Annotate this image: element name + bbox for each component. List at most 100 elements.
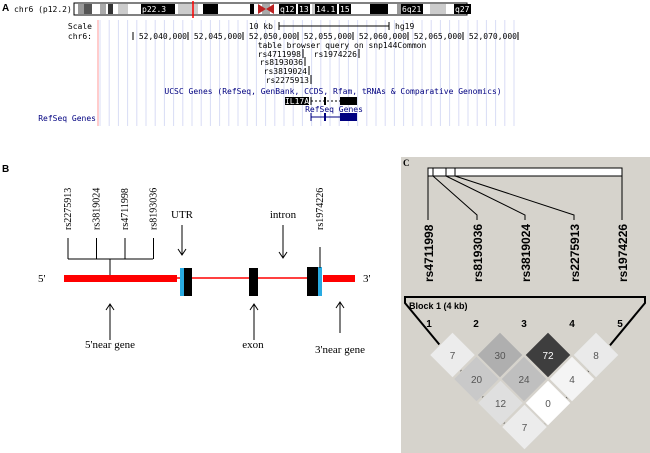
marker-number: 3 <box>521 319 527 330</box>
ld-cell[interactable] <box>428 331 477 379</box>
utr-block-3prime <box>318 267 322 296</box>
query-title[interactable]: table browser query on snp144Common <box>258 41 427 50</box>
ld-cell[interactable] <box>572 331 620 379</box>
position-label: 52,055,000 <box>304 32 352 41</box>
snp-connector <box>432 175 478 220</box>
ld-value: 30 <box>494 351 506 362</box>
ld-value: 20 <box>471 375 483 386</box>
three-near-arrow <box>335 301 345 333</box>
ideogram-band <box>100 4 106 14</box>
marker-number: 4 <box>569 319 575 330</box>
five-prime-label: 5' <box>38 273 46 285</box>
exon-block-2 <box>249 268 258 296</box>
ld-cell[interactable] <box>476 379 525 427</box>
ld-value: 72 <box>542 351 554 362</box>
ld-value: 0 <box>545 399 551 410</box>
ld-value: 7 <box>522 423 528 434</box>
band-label: 14.1 <box>316 5 335 14</box>
five-near-arrow <box>105 303 115 340</box>
snp-label[interactable]: rs1974226 <box>314 50 358 59</box>
ideogram-band <box>370 4 388 14</box>
marker-number: 2 <box>473 319 479 330</box>
scale-label: Scale <box>68 22 92 31</box>
ld-value: 7 <box>450 351 456 362</box>
assembly-label: hg19 <box>395 22 414 31</box>
position-label: 52,065,000 <box>414 32 462 41</box>
ideogram-band <box>430 4 446 14</box>
band-label-bg <box>339 4 351 14</box>
ld-cell[interactable] <box>524 379 572 427</box>
gene-name[interactable]: IL17A <box>285 97 309 106</box>
position-label: 52,045,000 <box>194 32 242 41</box>
ld-cell[interactable] <box>500 355 548 403</box>
ld-cell[interactable] <box>476 331 524 379</box>
ld-value: 12 <box>495 399 507 410</box>
refseq-side-label[interactable]: RefSeq Genes <box>38 114 96 123</box>
band-label: q27 <box>455 5 470 14</box>
band-label: 15 <box>340 5 350 14</box>
ucsc-gene-model[interactable] <box>310 97 357 105</box>
refseq-track-title[interactable]: RefSeq Genes <box>305 105 363 114</box>
ideogram-band <box>118 4 128 14</box>
gene-label-box <box>285 97 309 105</box>
ld-cell[interactable] <box>500 403 549 451</box>
utr-block <box>180 268 184 296</box>
three-prime-region <box>323 275 355 282</box>
arrows <box>105 225 345 340</box>
band-label: p22.3 <box>142 5 166 14</box>
refseq-gene-model[interactable] <box>310 113 357 121</box>
snp-label[interactable]: rs4711998 <box>258 50 302 59</box>
ideogram-band <box>78 4 84 14</box>
panel-a-label: A <box>2 3 9 14</box>
snp-label-right: rs1974226 <box>315 188 326 230</box>
snp-label[interactable]: rs3819024 <box>264 67 308 76</box>
snp-label: rs3819024 <box>92 188 103 230</box>
ld-value: 8 <box>593 351 599 362</box>
snp-label[interactable]: rs8193036 <box>260 58 304 67</box>
ideogram-band <box>203 4 215 14</box>
band-label-bg <box>401 4 423 14</box>
band-label: 6q21 <box>402 5 421 14</box>
snp-label: rs3819024 <box>519 224 533 282</box>
ld-cell[interactable] <box>524 331 572 379</box>
band-label-bg <box>141 4 168 14</box>
browser-gridlines <box>99 20 515 126</box>
panel-c-label: C <box>403 158 410 168</box>
ld-cell[interactable] <box>452 355 501 403</box>
region-bar <box>427 167 623 177</box>
ideogram-band <box>215 4 218 14</box>
chrom-label: chr6 (p12.2) <box>14 5 72 14</box>
snp-connector <box>445 175 526 220</box>
ld-value: 24 <box>518 375 530 386</box>
exon-block-3 <box>307 267 318 296</box>
utr-arrow <box>177 225 187 256</box>
three-prime-label: 3' <box>363 273 371 285</box>
snp-label: rs8193036 <box>149 188 160 230</box>
band-label: q12 <box>280 5 295 14</box>
position-label: 52,060,000 <box>359 32 407 41</box>
snp-track[interactable]: rs4711998 rs1974226 rs8193036rs3819024rs22… <box>258 49 360 85</box>
marker-number: 5 <box>617 319 623 330</box>
ideogram-band <box>178 4 198 14</box>
ld-cell[interactable] <box>548 355 596 403</box>
exon-block-1 <box>184 268 192 296</box>
utr-label: UTR <box>171 209 194 221</box>
scale-value: 10 kb <box>249 22 273 31</box>
ucsc-genes-track-title[interactable]: UCSC Genes (RefSeq, GenBank, CCDS, Rfam,… <box>164 87 501 96</box>
position-label: 52,040,000 <box>139 32 187 41</box>
panel-b-label: B <box>2 164 9 175</box>
exon-label: exon <box>242 339 264 351</box>
snp-label[interactable]: rs2275913 <box>266 76 310 85</box>
band-label-bg <box>298 4 310 14</box>
three-near-label: 3'near gene <box>315 344 365 356</box>
five-near-label: 5'near gene <box>85 339 135 351</box>
snp-label: rs2275913 <box>63 188 74 230</box>
exon-arrow <box>249 303 259 340</box>
